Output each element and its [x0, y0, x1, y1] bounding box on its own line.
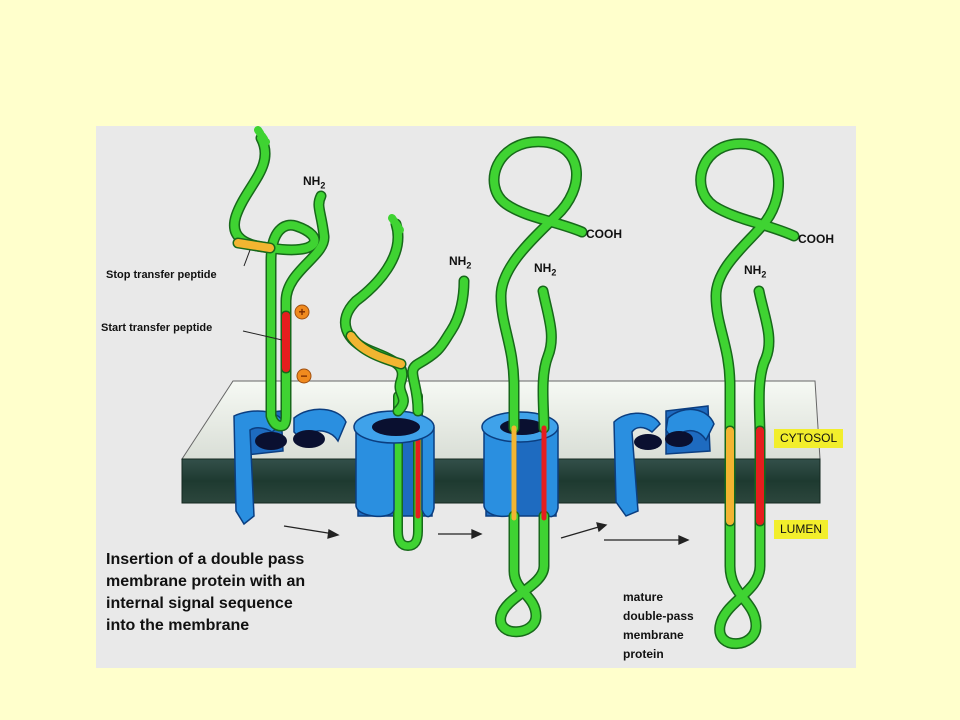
arrow-1-shaft: [283, 525, 335, 535]
caption-line-4: into the membrane: [106, 617, 250, 634]
stage-4-nh2-label: NH2: [744, 263, 767, 280]
mature-line-4: protein: [623, 647, 664, 661]
caption-line-2: membrane protein with an: [106, 573, 306, 590]
diagram-canvas: + −: [181, 126, 821, 650]
polypeptide-chains: [229, 126, 800, 650]
process-arrows: [283, 522, 690, 546]
negative-charge-marker: [296, 368, 312, 384]
translocon-2-body-right: [421, 427, 435, 518]
stage-3-nh2-label: NH2: [534, 261, 557, 278]
start-transfer-leader: [242, 330, 283, 341]
caption-line-1: Insertion of a double pass: [106, 551, 305, 568]
positive-charge-marker: [294, 304, 310, 320]
translocon-4-left-half: [613, 412, 661, 517]
arrow-1-head: [327, 528, 340, 539]
stage-4-cooh-label: COOH: [798, 232, 834, 246]
start-transfer-peptide-label: Start transfer peptide: [101, 322, 213, 334]
stop-transfer-peptide-label: Stop transfer peptide: [106, 269, 217, 281]
translocon-2-pore: [372, 418, 420, 436]
stop-transfer-leader: [243, 249, 251, 267]
translocon-1-pore-b: [293, 430, 325, 448]
translocons: [233, 408, 715, 526]
arrow-2-head: [471, 528, 483, 540]
cytosol-tag: CYTOSOL: [774, 429, 844, 448]
mature-protein-label: mature double-pass membrane protein: [623, 588, 694, 664]
stage-3-cooh-label: COOH: [586, 227, 622, 241]
translocon-4-pore-a: [634, 434, 662, 450]
figure-caption: Insertion of a double pass membrane prot…: [106, 549, 305, 637]
chain-1-dashed-tail: [254, 126, 270, 146]
translocon-4-pore-b: [665, 431, 693, 447]
translocon-1-left-half: [233, 410, 285, 526]
chain-1: [230, 134, 328, 430]
translocon-2-body: [355, 427, 395, 518]
negative-charge-sign: −: [300, 369, 307, 383]
mature-line-3: membrane: [623, 628, 684, 642]
chain-3: [490, 137, 586, 636]
stage-2-nh2-label: NH2: [449, 254, 472, 271]
arrow-4-head: [678, 534, 690, 546]
chain-2-dashed-tail: [388, 214, 404, 234]
translocon-1-pore-a: [255, 432, 287, 450]
chain-4: [696, 139, 798, 648]
mature-line-1: mature: [623, 590, 664, 604]
charge-markers: + −: [294, 304, 312, 384]
chains-inside-channels: [393, 391, 423, 552]
translocon-3-pore: [500, 419, 544, 435]
translocon-2: [353, 410, 435, 518]
translocon-1-open: [233, 408, 347, 526]
caption-line-3: internal signal sequence: [106, 595, 293, 612]
arrow-3-head: [596, 522, 608, 533]
arrow-3-shaft: [560, 525, 603, 539]
mature-line-2: double-pass: [623, 609, 694, 623]
stage-1-nh2-label: NH2: [303, 174, 326, 191]
lumen-tag: LUMEN: [774, 520, 829, 539]
chain-2-stop-transfer-segment-fill: [347, 332, 405, 368]
chain-2-lumenal-loop-fill: [394, 392, 422, 550]
membrane-insertion-figure: + − NH2 NH2 NH2 NH2 COOH COOH Stop trans…: [96, 126, 856, 668]
chain-1-stop-transfer-segment-fill: [234, 239, 274, 252]
translocon-4-open: [613, 408, 715, 517]
positive-charge-sign: +: [298, 305, 305, 319]
leader-lines: [242, 249, 283, 341]
